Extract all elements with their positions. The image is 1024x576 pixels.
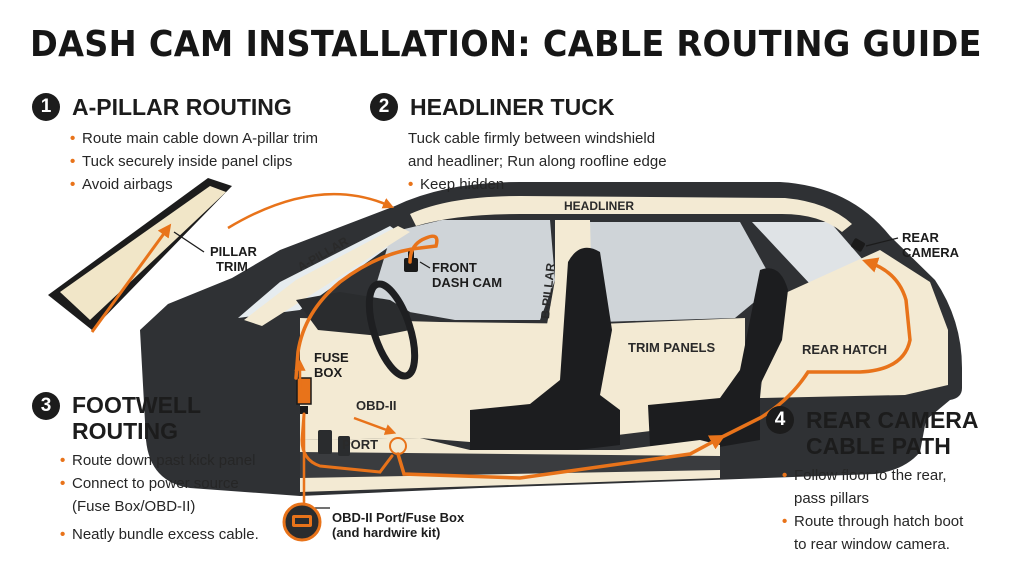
front-dash-cam-label-line: FRONT — [432, 260, 477, 275]
headliner-strip — [410, 196, 852, 232]
step-4-heading-line: CABLE PATH — [806, 433, 951, 459]
step-3-badge: 3 — [32, 392, 60, 420]
rear-hatch-label: REAR HATCH — [802, 342, 887, 357]
list-item: Route down past kick panel — [60, 449, 259, 472]
a-pillar-strip — [244, 226, 410, 326]
obd-port-fuse-box-label: OBD-II Port/Fuse Box (and hardwire kit) — [332, 510, 464, 540]
arrow-pillar-trim — [90, 223, 172, 333]
dashboard — [296, 292, 410, 336]
step-4-bullets: Follow floor to the rear, pass pillars R… — [782, 464, 963, 556]
fuse-box-label-line: FUSE — [314, 350, 349, 365]
pillar-trim-label-line: PILLAR — [210, 244, 257, 259]
step-3-heading: FOOTWELL ROUTING — [72, 392, 201, 444]
list-item: to rear window camera. — [794, 536, 950, 553]
obd-port-fuse-box-label-line: OBD-II Port/Fuse Box — [332, 510, 465, 525]
step-3-heading-line: ROUTING — [72, 418, 179, 444]
list-item: Keep hidden — [408, 173, 667, 196]
page-title: DASH CAM INSTALLATION: CABLE ROUTING GUI… — [30, 24, 982, 65]
fuse-box-label: FUSE BOX — [314, 350, 349, 380]
list-item: Avoid airbags — [70, 173, 318, 196]
leader-pillar-trim — [173, 231, 205, 253]
step-4-heading: REAR CAMERA CABLE PATH — [806, 407, 979, 459]
obd-label: OBD-II — [356, 398, 397, 413]
pedal — [338, 436, 350, 456]
list-item: Route main cable down A-pillar trim — [70, 127, 318, 150]
front-seat — [470, 247, 620, 458]
obd-port-icon-pins — [295, 518, 309, 524]
rear-camera-label-line: REAR — [902, 230, 939, 245]
rear-window — [586, 222, 775, 322]
port-label: PORT — [342, 437, 379, 452]
list-item: and headliner; Run along roofline edge — [408, 153, 667, 170]
step-2-heading-line: HEADLINER TUCK — [410, 94, 615, 120]
list-item: (Fuse Box/OBD-II) — [72, 498, 196, 515]
front-dash-cam-unit — [404, 258, 418, 272]
pillar-trim-label: PILLAR TRIM — [210, 244, 257, 274]
rear-camera-label: REAR CAMERA — [902, 230, 959, 260]
list-item: Tuck cable firmly between windshield — [408, 130, 656, 147]
step-1-bullets: Route main cable down A-pillar trim Tuck… — [70, 127, 318, 196]
step-3-bullets: Route down past kick panel Connect to po… — [60, 449, 259, 546]
list-item: Follow floor to the rear, — [782, 464, 963, 487]
step-1-heading: A-PILLAR ROUTING — [72, 94, 292, 120]
rear-camera-label-line: CAMERA — [902, 245, 960, 260]
headliner-label: HEADLINER — [564, 199, 635, 213]
cable-floor — [396, 435, 726, 480]
step-4-heading-line: REAR CAMERA — [806, 407, 979, 433]
list-item: Tuck securely inside panel clips — [70, 150, 318, 173]
pedal — [318, 430, 332, 454]
step-2-text: Tuck cable firmly between windshield and… — [408, 127, 667, 196]
arrow-obd — [353, 416, 397, 435]
fuse-box-label-line: BOX — [314, 365, 343, 380]
step-4-badge: 4 — [766, 406, 794, 434]
leader-rear-camera — [865, 237, 899, 247]
pillar-trim-face — [60, 186, 226, 320]
list-item: Neatly bundle excess cable. — [60, 523, 259, 546]
trim-panels-label: TRIM PANELS — [628, 340, 716, 355]
steering-wheel — [365, 280, 419, 380]
front-dash-cam-label-line: DASH CAM — [432, 275, 503, 290]
obd-port-fuse-box-label-line: (and hardwire kit) — [332, 525, 441, 540]
step-1-heading-line: A-PILLAR ROUTING — [72, 94, 292, 120]
rear-camera-unit — [851, 238, 865, 252]
front-dash-cam-label: FRONT DASH CAM — [432, 260, 502, 290]
step-1-badge: 1 — [32, 93, 60, 121]
list-item: Connect to power source — [60, 472, 259, 495]
cable-fuse-down — [300, 412, 394, 474]
step-2-badge: 2 — [370, 93, 398, 121]
cable-rear-up — [718, 257, 912, 440]
leader-front-cam — [419, 261, 431, 269]
rear-seat — [648, 268, 788, 452]
list-item: Route through hatch boot — [782, 510, 963, 533]
cable-front — [294, 234, 439, 380]
step-2-heading: HEADLINER TUCK — [410, 94, 614, 120]
list-item: pass pillars — [794, 490, 870, 507]
pillar-trim-label-line: TRIM — [216, 259, 248, 274]
step-3-heading-line: FOOTWELL — [72, 392, 202, 418]
fuse-box-connector — [300, 406, 308, 414]
